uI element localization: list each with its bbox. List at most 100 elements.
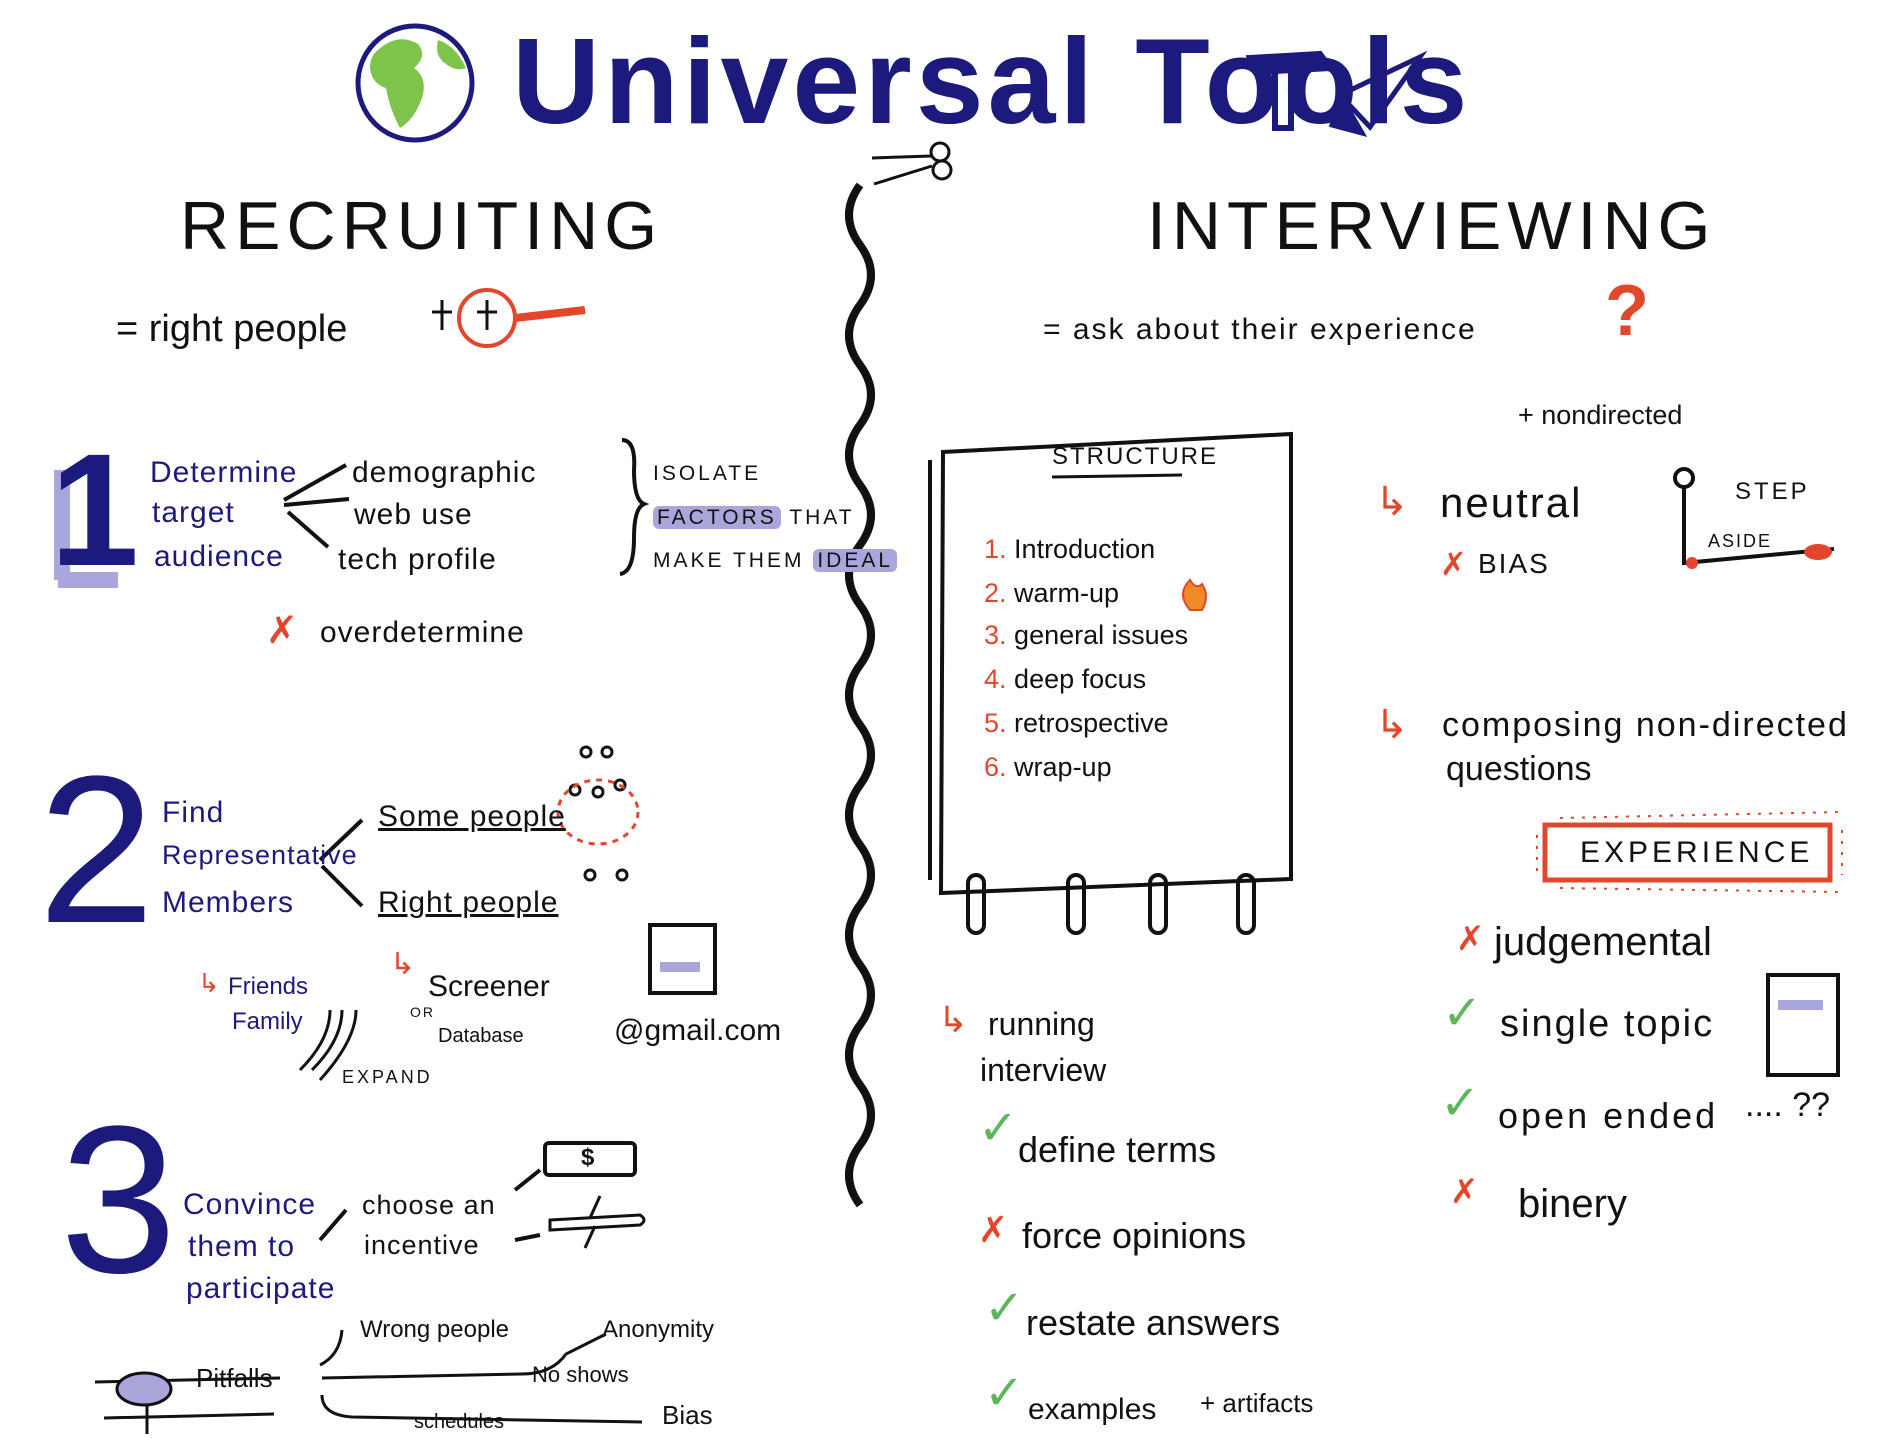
email-label: @gmail.com [614, 1014, 782, 1047]
question-card-icon [1766, 973, 1840, 1077]
structure-item: 6. wrap-up [984, 754, 1112, 781]
arrow-icon: ↳ [390, 948, 416, 981]
family-label: Family [232, 1008, 303, 1035]
hammer-icon [1245, 50, 1336, 131]
composing-item-extra: .... ?? [1745, 1086, 1831, 1124]
x-mark: ✗ [266, 610, 298, 652]
pitfall-no-shows: No shows [532, 1362, 629, 1387]
people-icons [556, 745, 640, 882]
interviewing-heading: INTERVIEWING [1147, 188, 1717, 264]
running-item: force opinions [1022, 1215, 1247, 1256]
item-text: Introduction [1014, 534, 1156, 564]
item-number: 4. [984, 664, 1007, 694]
page-title: Universal Tools [512, 13, 1472, 149]
screener-label: Screener [428, 970, 550, 1003]
branch-some-people: Some people [378, 800, 566, 833]
structure-item: 1. Introduction [984, 536, 1155, 563]
item-number: 1. [984, 534, 1007, 564]
running-item: examples [1028, 1393, 1157, 1426]
item-text: warm-up [1014, 578, 1120, 608]
item-text: general issues [1014, 620, 1189, 650]
structure-item: 5. retrospective [984, 710, 1169, 737]
cut-line-divider [845, 182, 875, 1208]
composing-item: binery [1518, 1182, 1627, 1226]
arrow-icon: ↳ [938, 999, 969, 1040]
step-1-number: 1 [50, 420, 139, 599]
x-mark: ✗ [1456, 920, 1485, 958]
item-text: retrospective [1014, 708, 1169, 738]
avoid-overdetermine: overdetermine [320, 616, 525, 649]
running-label: interview [980, 1052, 1107, 1088]
note-ideal: IDEAL [813, 549, 898, 572]
check-icon: ✓ [978, 1102, 1019, 1155]
pitfalls-label: Pitfalls [196, 1363, 273, 1393]
item-text: wrap-up [1014, 752, 1112, 782]
running-item-extra: + artifacts [1200, 1388, 1314, 1418]
experience-badge: EXPERIENCE [1580, 836, 1814, 869]
step-3-label: them to [188, 1230, 296, 1263]
avoid-bias: BIAS [1478, 548, 1550, 579]
or-label: OR [410, 1004, 435, 1020]
arrow-icon: ↳ [1375, 480, 1409, 524]
item-number: 2. [984, 578, 1007, 608]
scissors-icon [871, 141, 953, 186]
composing-label: questions [1446, 750, 1592, 788]
brace [619, 438, 650, 576]
dollar-sign: $ [581, 1144, 595, 1171]
structure-item: 4. deep focus [984, 666, 1146, 693]
incentive-label: choose an [362, 1190, 496, 1220]
branch-right-people: Right people [378, 886, 559, 919]
factor-tech-profile: tech profile [338, 543, 497, 576]
magnifier-icon [432, 288, 586, 348]
item-number: 5. [984, 708, 1007, 738]
money-card-icon [543, 1141, 637, 1177]
check-icon: ✓ [984, 1367, 1025, 1420]
pitfall-schedules: schedules [414, 1411, 505, 1433]
pitfall-wrong-people: Wrong people [360, 1316, 509, 1343]
running-label: running [988, 1006, 1095, 1042]
note-isolate: ISOLATE [653, 462, 762, 485]
globe-icon [355, 23, 475, 143]
note-that: THAT [789, 506, 855, 529]
fire-icon [1182, 578, 1207, 611]
nondirected-label: + nondirected [1518, 400, 1683, 430]
structure-title: STRUCTURE [1052, 443, 1218, 470]
expand-label: EXPAND [342, 1067, 433, 1087]
item-number: 6. [984, 752, 1007, 782]
step-1-label: audience [154, 540, 284, 573]
step-1-label: Determine [150, 456, 298, 489]
composing-item: judgemental [1494, 920, 1712, 964]
step-2-label: Find [162, 796, 225, 829]
experience-badge-frame [1536, 811, 1843, 893]
note-factors-word: FACTORS [653, 506, 781, 529]
step-2-label: Representative [162, 840, 358, 870]
arrow-icon: ↳ [1375, 703, 1409, 747]
x-mark: ✗ [1440, 546, 1467, 582]
interviewing-subtitle: = ask about their experience [1043, 313, 1477, 346]
structure-item: 2. warm-up [984, 580, 1119, 607]
question-mark-icon: ? [1605, 271, 1649, 351]
notebook-icon [928, 431, 1293, 935]
airplane-icon [548, 1195, 646, 1249]
neutral-label: neutral [1440, 479, 1583, 526]
database-label: Database [438, 1025, 524, 1047]
note-make-them: MAKE THEM [653, 549, 805, 572]
factor-demographic: demographic [352, 456, 537, 489]
note-factors: FACTORS THAT [653, 506, 855, 529]
item-number: 3. [984, 620, 1007, 650]
aside-label: ASIDE [1708, 531, 1773, 551]
item-text: deep focus [1014, 664, 1147, 694]
pitfall-bias: Bias [662, 1400, 713, 1430]
incentive-label: incentive [364, 1230, 480, 1260]
composing-item: single topic [1500, 1003, 1715, 1045]
pitfall-icon [115, 1371, 173, 1407]
composing-item: open ended [1498, 1095, 1719, 1136]
factor-web-use: web use [354, 498, 473, 531]
check-icon: ✓ [1442, 987, 1483, 1040]
check-icon: ✓ [1440, 1077, 1481, 1130]
step-2-number: 2 [38, 732, 155, 967]
arrow-icon: ↳ [198, 968, 220, 998]
composing-label: composing non-directed [1442, 706, 1849, 744]
note-make-them-ideal: MAKE THEM IDEAL [653, 549, 898, 572]
